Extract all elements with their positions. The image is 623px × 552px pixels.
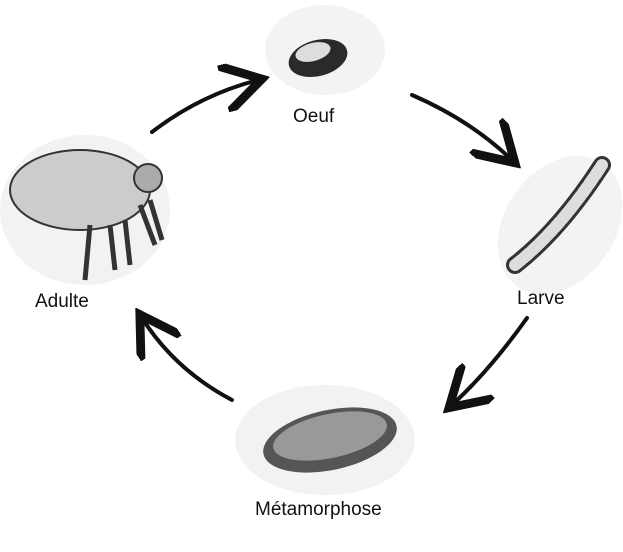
larva-label: Larve [517, 288, 565, 309]
arrow-larva-to-pupa [452, 316, 529, 405]
adult-label: Adulte [35, 291, 89, 312]
larva-illustration [497, 155, 623, 295]
egg-illustration [265, 5, 385, 95]
arrow-adult-to-egg [150, 80, 258, 134]
arrow-pupa-to-adult [142, 318, 234, 402]
cycle-arrows [142, 80, 529, 405]
pupa-illustration [235, 385, 415, 495]
arrow-egg-to-larva [410, 93, 512, 160]
adult-flea-illustration [0, 135, 170, 285]
pupa-label: Métamorphose [255, 499, 382, 520]
egg-label: Oeuf [293, 106, 335, 127]
